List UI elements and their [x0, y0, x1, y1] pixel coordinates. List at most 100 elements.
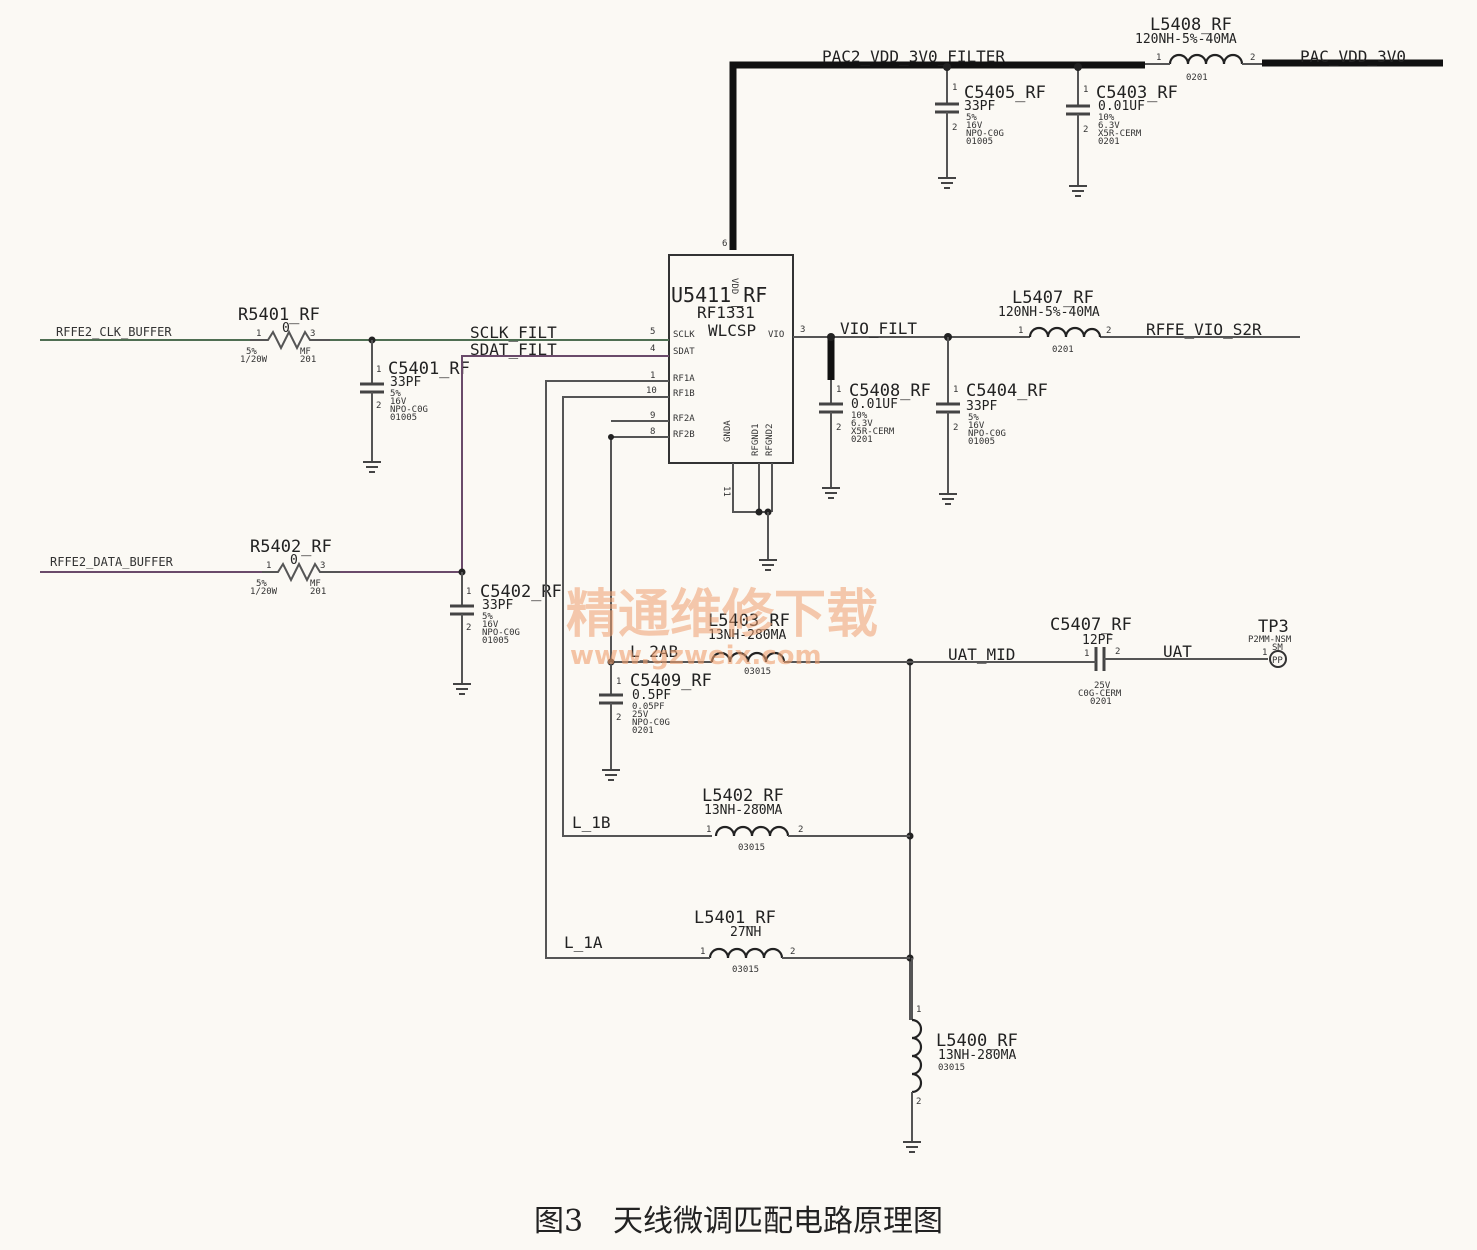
ref-r5401: R5401_RF	[238, 305, 320, 325]
svg-text:1: 1	[836, 385, 841, 395]
value-c5405: 33PF	[964, 99, 995, 114]
ref-l5407: L5407_RF	[1012, 288, 1094, 308]
chip-package: WLCSP	[708, 321, 756, 340]
pin-rf2a: RF2A	[673, 414, 695, 424]
pin-gnda: GNDA	[723, 420, 733, 442]
svg-text:03015: 03015	[744, 667, 771, 677]
pin-rfgnd2: RFGND2	[765, 423, 775, 456]
svg-text:2: 2	[916, 1097, 921, 1107]
capacitor-c5401: 1 2 C5401_RF 33PF 5% 16V NPO-C0G 01005	[360, 340, 470, 473]
inductor-l5400: 1 2 L5400_RF 13NH-280MA 03015	[903, 958, 1018, 1153]
svg-text:C0G-CERM: C0G-CERM	[1078, 689, 1122, 699]
chip-ref: U5411_RF	[671, 283, 767, 307]
chip-part: RF1331	[697, 303, 755, 322]
pin-rf1a: RF1A	[673, 374, 695, 384]
ref-c5404: C5404_RF	[966, 381, 1048, 401]
value-c5409: 0.5PF	[632, 688, 671, 703]
svg-text:NPO-C0G: NPO-C0G	[632, 718, 670, 728]
watermark-url: www.gzweix.com	[570, 641, 822, 671]
net-sdat: SDAT_FILT	[470, 340, 557, 359]
svg-text:2: 2	[836, 423, 841, 433]
pin-vio: VIO	[768, 330, 784, 340]
net-rffe-vio: RFFE_VIO_S2R	[1146, 320, 1262, 339]
svg-text:0201: 0201	[1098, 137, 1120, 147]
svg-text:201: 201	[310, 587, 326, 597]
svg-text:1: 1	[1084, 649, 1089, 659]
ref-c5409: C5409_RF	[630, 671, 712, 691]
svg-text:NPO-C0G: NPO-C0G	[390, 405, 428, 415]
svg-text:3: 3	[800, 325, 805, 335]
svg-text:11: 11	[721, 486, 731, 497]
ref-tp3: TP3	[1258, 617, 1289, 637]
pin-rf2b: RF2B	[673, 430, 695, 440]
svg-text:9: 9	[650, 411, 655, 421]
value-c5407: 12PF	[1082, 633, 1113, 648]
ref-l5403: L5403_RF	[708, 611, 790, 631]
inductor-l5408: 1 2 L5408_RF 120NH-5%-40MA 0201	[1135, 15, 1262, 83]
net-l2ab: L_2AB	[630, 642, 678, 661]
svg-text:1: 1	[466, 587, 471, 597]
ref-l5400: L5400_RF	[936, 1031, 1018, 1051]
pin-sdat: SDAT	[673, 347, 695, 357]
svg-text:01005: 01005	[968, 437, 995, 447]
vio-path: VIO_FILT RFFE_VIO_S2R	[793, 319, 1300, 380]
svg-text:03015: 03015	[738, 843, 765, 853]
svg-text:3: 3	[310, 329, 315, 339]
svg-text:01005: 01005	[482, 636, 509, 646]
svg-text:01005: 01005	[966, 137, 993, 147]
ref-c5402: C5402_RF	[480, 582, 562, 602]
svg-text:1: 1	[916, 1005, 921, 1015]
svg-text:6.3V: 6.3V	[1098, 121, 1120, 131]
ref-c5405: C5405_RF	[964, 83, 1046, 103]
capacitor-c5409: 1 2 C5409_RF 0.5PF 0.05PF 25V NPO-C0G 02…	[599, 662, 712, 781]
value-l5407: 120NH-5%-40MA	[998, 305, 1100, 320]
svg-text:1/20W: 1/20W	[240, 355, 268, 365]
value-c5404: 33PF	[966, 399, 997, 414]
ref-l5402: L5402_RF	[702, 786, 784, 806]
svg-text:2: 2	[616, 713, 621, 723]
svg-text:NPO-C0G: NPO-C0G	[968, 429, 1006, 439]
data-path: RFFE2_DATA_BUFFER 1 3 R5402_RF 0 5% 1/20…	[40, 340, 669, 597]
svg-text:201: 201	[300, 355, 316, 365]
net-vio: VIO_FILT	[840, 319, 917, 338]
value-c5403: 0.01UF	[1098, 99, 1145, 114]
svg-text:1: 1	[1083, 85, 1088, 95]
svg-text:SM: SM	[1272, 643, 1283, 653]
pin-sclk: SCLK	[673, 330, 695, 340]
pin-rf1b: RF1B	[673, 389, 695, 399]
svg-text:2: 2	[466, 623, 471, 633]
svg-text:8: 8	[650, 427, 655, 437]
svg-text:0201: 0201	[851, 435, 873, 445]
net-pac2-vdd: PAC2_VDD_3V0_FILTER	[822, 47, 1005, 66]
svg-text:16V: 16V	[390, 397, 407, 407]
net-l1b: L_1B	[572, 813, 611, 832]
svg-text:MF: MF	[310, 579, 321, 589]
svg-text:0201: 0201	[1052, 345, 1074, 355]
watermark: 精通维修下载 www.gzweix.com	[566, 585, 878, 671]
value-c5402: 33PF	[482, 598, 513, 613]
svg-text:3: 3	[320, 561, 325, 571]
capacitor-c5408: 1 2 C5408_RF 0.01UF 10% 6.3V X5R-CERM 02…	[819, 380, 931, 499]
value-l5403: 13NH-280MA	[708, 628, 786, 643]
capacitor-c5407: 1 2 C5407_RF 12PF 25V C0G-CERM 0201	[1050, 615, 1132, 707]
svg-text:6.3V: 6.3V	[851, 419, 873, 429]
net-rffe-data: RFFE2_DATA_BUFFER	[50, 555, 174, 569]
svg-text:10%: 10%	[851, 411, 868, 421]
capacitor-c5403: 1 2 C5403_RF 0.01UF 10% 6.3V X5R-CERM 02…	[1066, 80, 1178, 197]
svg-text:5%: 5%	[966, 113, 977, 123]
pkg-l5408: 0201	[1186, 73, 1208, 83]
svg-text:16V: 16V	[482, 620, 499, 630]
value-l5400: 13NH-280MA	[938, 1048, 1016, 1063]
capacitor-c5405: 1 2 C5405_RF 33PF 5% 16V NPO-C0G 01005	[935, 80, 1046, 189]
svg-text:25V: 25V	[632, 710, 649, 720]
pin-rfgnd1: RFGND1	[751, 423, 761, 456]
value-c5401: 33PF	[390, 375, 421, 390]
svg-text:2: 2	[798, 825, 803, 835]
test-point-tp3: PP 1 TP3 P2MM-NSM SM	[1248, 617, 1292, 668]
svg-text:1: 1	[1018, 326, 1023, 336]
svg-text:0201: 0201	[1090, 697, 1112, 707]
svg-text:1: 1	[616, 677, 621, 687]
svg-text:10%: 10%	[1098, 113, 1115, 123]
inductor-l5403: L5403_RF 13NH-280MA 03015	[708, 611, 910, 677]
net-rffe-clk: RFFE2_CLK_BUFFER	[56, 325, 172, 339]
